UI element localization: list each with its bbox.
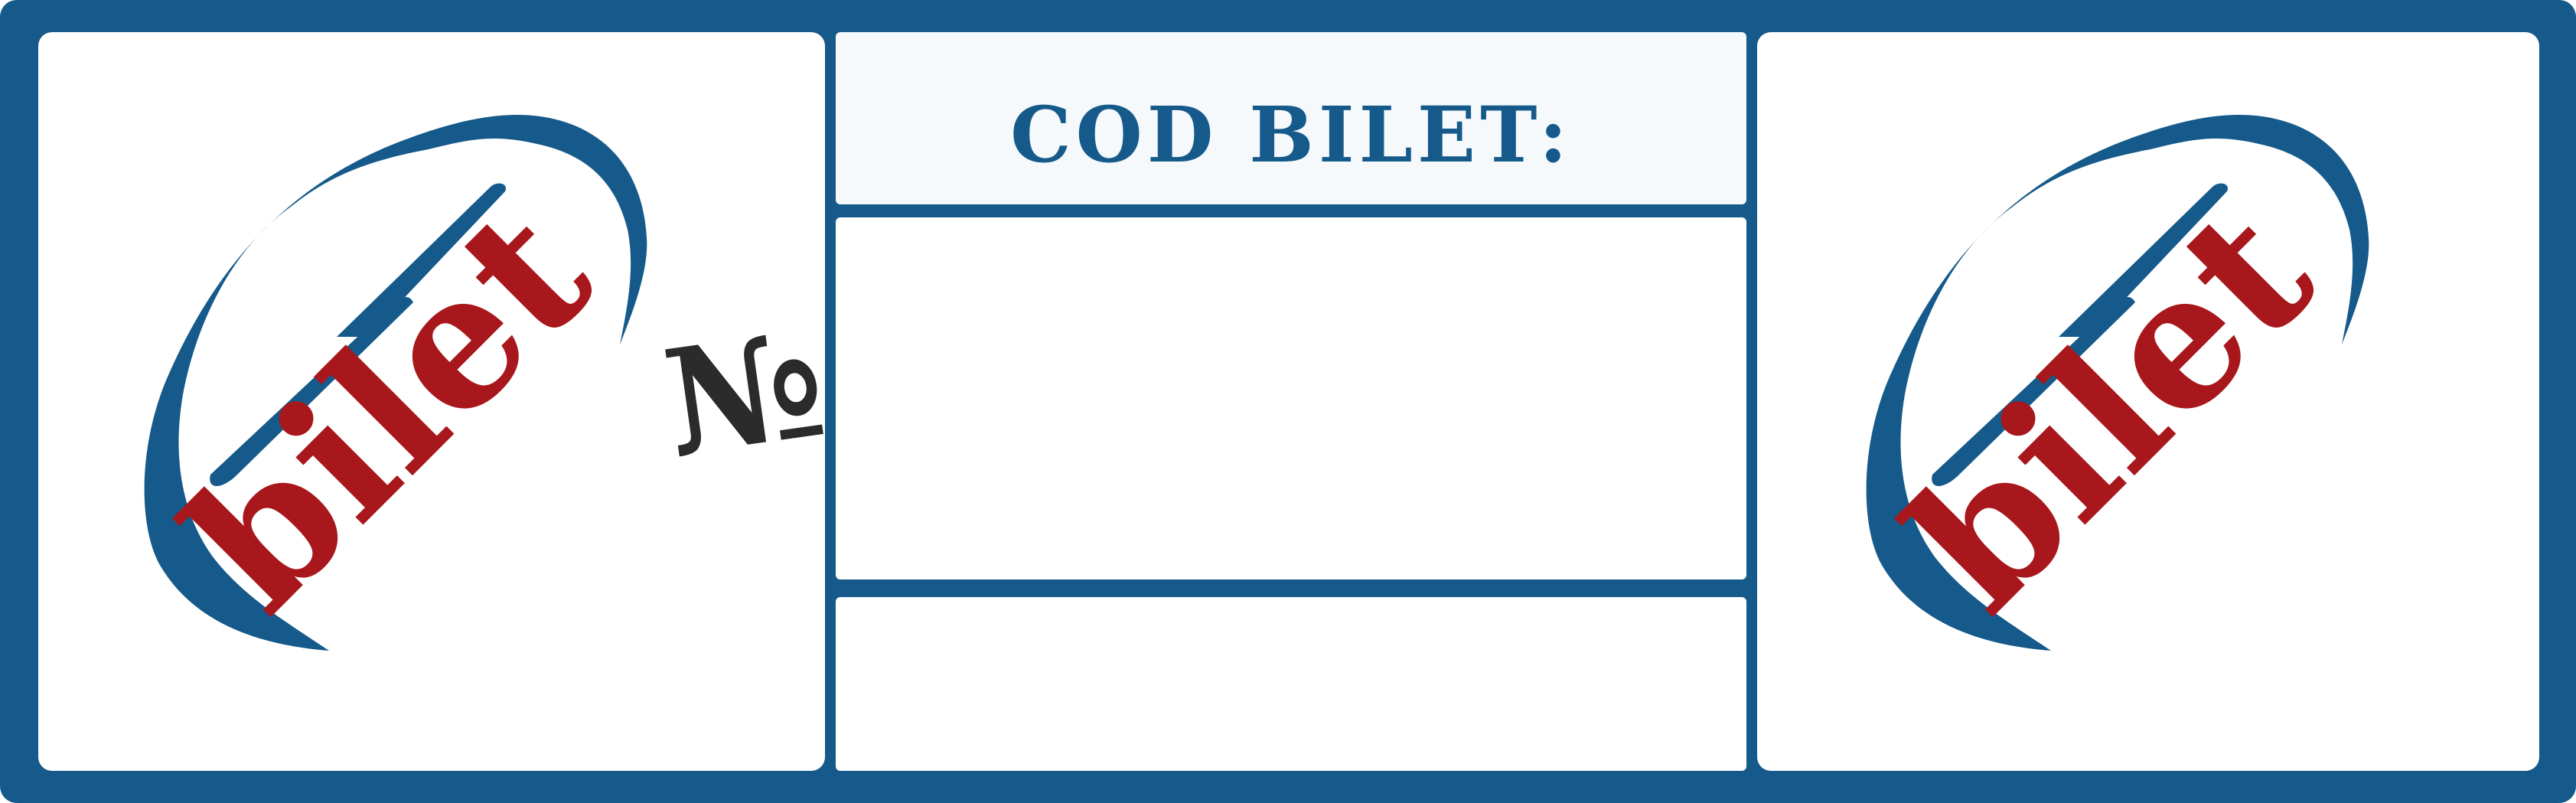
bilet-logo-icon: bilet [1866,115,2369,651]
footer-box [836,597,1746,771]
bilet-logo-left: bilet [138,115,689,689]
number-sign: № [654,298,835,490]
bilet-logo-right: bilet [1860,115,2411,689]
bilet-logo-icon: bilet [144,115,647,651]
code-value-box [836,217,1746,579]
middle-column: COD BILET: [836,32,1746,771]
code-header-box: COD BILET: [836,32,1746,204]
code-label: COD BILET: [1010,90,1572,180]
